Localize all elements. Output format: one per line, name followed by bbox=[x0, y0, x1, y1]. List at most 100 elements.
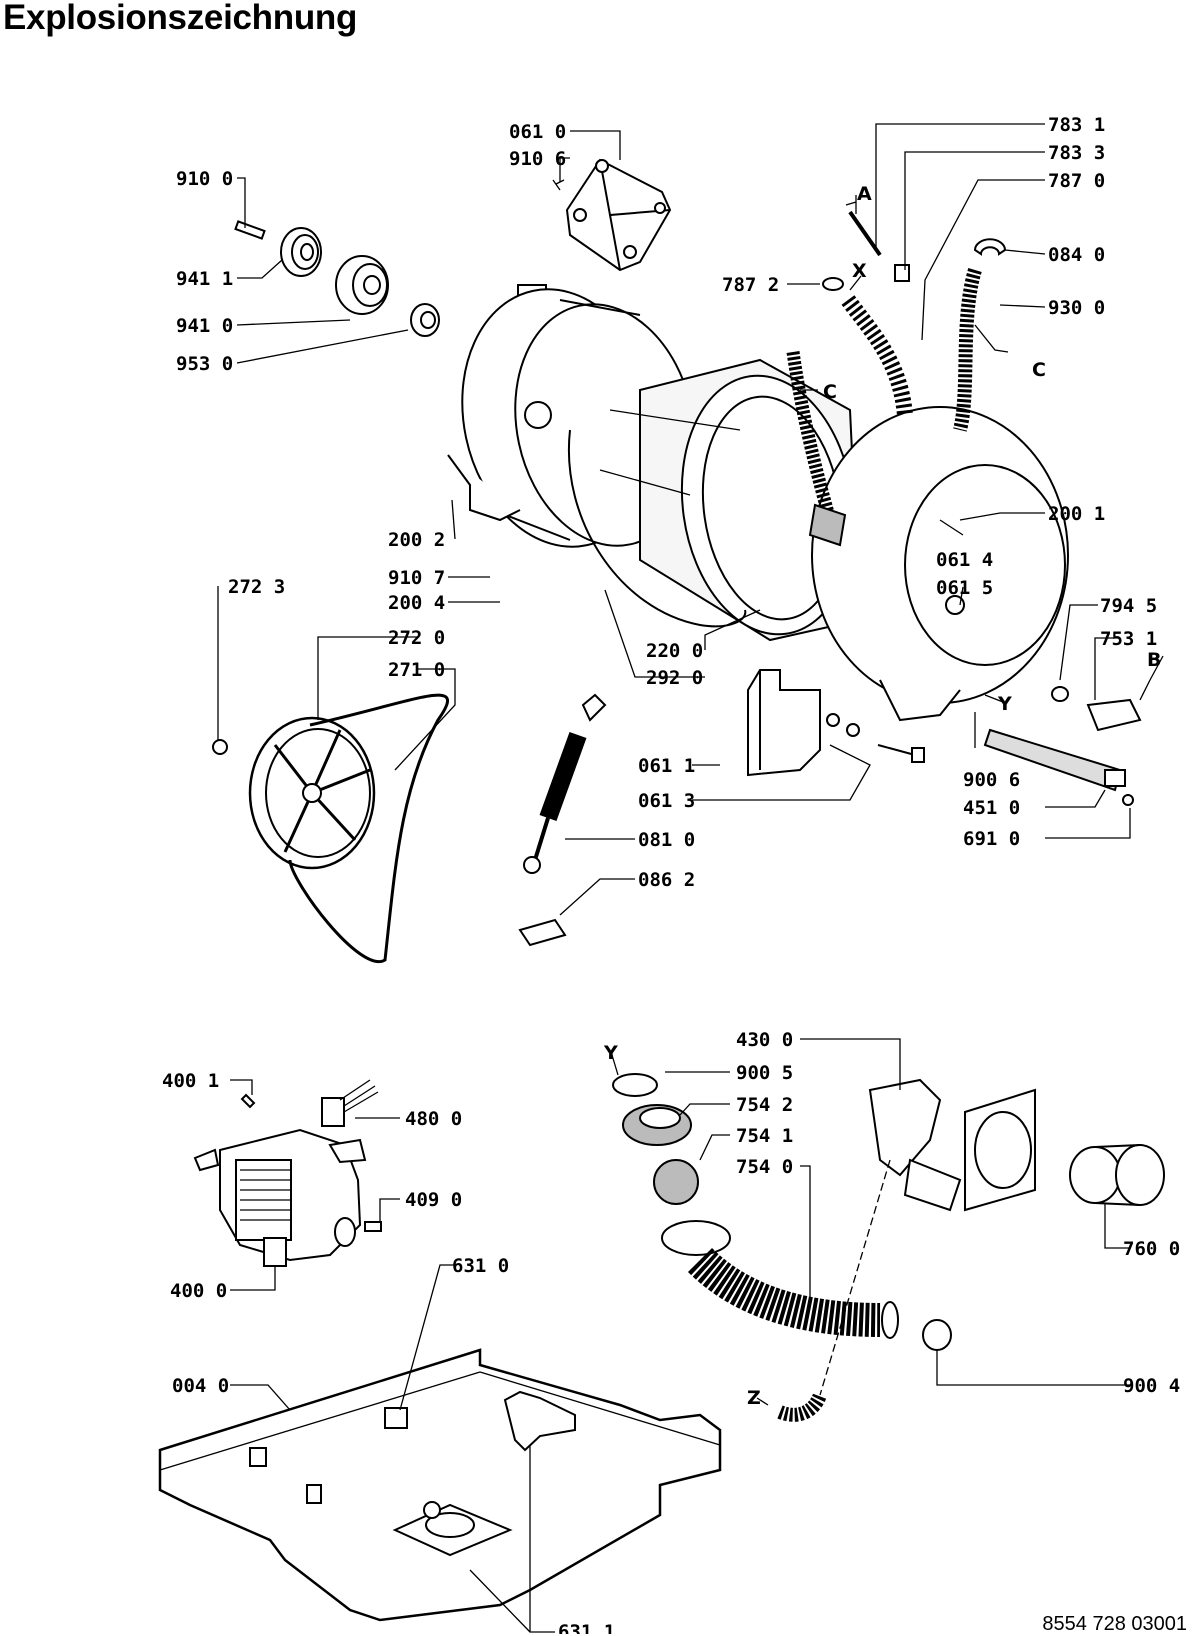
label-061-0: 061 0 bbox=[509, 121, 566, 143]
clamp-900-5-drawing bbox=[612, 1073, 658, 1097]
document-code: 8554 728 03001 bbox=[1042, 1613, 1187, 1635]
hose-c-fitting-drawing bbox=[808, 503, 847, 547]
label-430-0: 430 0 bbox=[736, 1029, 793, 1051]
label-400-0: 400 0 bbox=[170, 1280, 227, 1302]
part-labels: 061 0 910 6 910 0 941 1 941 0 953 0 783 … bbox=[162, 114, 1180, 1634]
marker-y-bottom: Y bbox=[603, 1042, 618, 1064]
label-200-1: 200 1 bbox=[1048, 503, 1105, 525]
label-272-3: 272 3 bbox=[228, 576, 285, 598]
bracket-061-1-drawing bbox=[747, 669, 821, 777]
label-631-1: 631 1 bbox=[558, 1621, 615, 1634]
label-787-2: 787 2 bbox=[722, 274, 779, 296]
front-tub-drawing bbox=[811, 406, 1069, 722]
label-900-6: 900 6 bbox=[963, 769, 1020, 791]
clamp-084-0-drawing bbox=[973, 238, 1007, 256]
label-061-3: 061 3 bbox=[638, 790, 695, 812]
bearing-housing-drawing bbox=[565, 158, 672, 272]
label-754-0: 754 0 bbox=[736, 1156, 793, 1178]
pin-783-1-drawing bbox=[848, 210, 882, 257]
label-220-0: 220 0 bbox=[646, 640, 703, 662]
brush-480-0-drawing bbox=[321, 1079, 379, 1127]
belt-drawing bbox=[288, 693, 449, 964]
label-272-0: 272 0 bbox=[388, 627, 445, 649]
part-409-0-drawing bbox=[364, 1221, 382, 1232]
leader-lines bbox=[217, 123, 1164, 1633]
pulley-drawing bbox=[248, 716, 376, 870]
seal-953-0-drawing bbox=[410, 303, 440, 337]
marker-a: A bbox=[857, 183, 872, 205]
label-292-0: 292 0 bbox=[646, 667, 703, 689]
label-271-0: 271 0 bbox=[388, 659, 445, 681]
page-title: Explosionszeichnung bbox=[3, 0, 358, 37]
marker-b: B bbox=[1147, 649, 1161, 671]
label-753-1: 753 1 bbox=[1100, 628, 1157, 650]
sensor-753-1-drawing bbox=[1086, 679, 1151, 732]
bearing-941-1-drawing bbox=[280, 227, 322, 277]
nut-691-0-drawing bbox=[1122, 794, 1134, 806]
label-200-4: 200 4 bbox=[388, 592, 445, 614]
hose-c-drawing bbox=[786, 351, 837, 522]
label-480-0: 480 0 bbox=[405, 1108, 462, 1130]
label-061-5: 061 5 bbox=[936, 577, 993, 599]
label-953-0: 953 0 bbox=[176, 353, 233, 375]
ball-754-1-drawing bbox=[653, 1159, 699, 1205]
part-631-1-drawing bbox=[503, 1390, 576, 1452]
label-084-0: 084 0 bbox=[1048, 244, 1105, 266]
connection-markers: A X C C B Y Y Z bbox=[603, 183, 1161, 1409]
grommet-794-5-drawing bbox=[1051, 686, 1069, 702]
part-783-3-drawing bbox=[894, 264, 910, 282]
clip-086-2-drawing bbox=[518, 918, 567, 947]
marker-c-left: C bbox=[823, 381, 837, 403]
label-941-1: 941 1 bbox=[176, 268, 233, 290]
heater-drawing bbox=[983, 728, 1126, 792]
shock-absorber-drawing bbox=[523, 693, 607, 874]
marker-c-right: C bbox=[1032, 359, 1046, 381]
label-400-1: 400 1 bbox=[162, 1070, 219, 1092]
label-900-5: 900 5 bbox=[736, 1062, 793, 1084]
marker-y-top: Y bbox=[997, 693, 1012, 715]
label-754-1: 754 1 bbox=[736, 1125, 793, 1147]
label-910-6: 910 6 bbox=[509, 148, 566, 170]
sump-hose-754-0-drawing bbox=[661, 1220, 899, 1339]
hose-787-0-drawing bbox=[841, 295, 913, 416]
label-691-0: 691 0 bbox=[963, 828, 1020, 850]
label-200-2: 200 2 bbox=[388, 529, 445, 551]
drum-drawing bbox=[599, 358, 862, 642]
label-783-1: 783 1 bbox=[1048, 114, 1105, 136]
motor-drawing bbox=[193, 1128, 367, 1267]
label-754-2: 754 2 bbox=[736, 1094, 793, 1116]
label-910-0: 910 0 bbox=[176, 168, 233, 190]
filter-760-0-drawing bbox=[1069, 1144, 1165, 1206]
label-081-0: 081 0 bbox=[638, 829, 695, 851]
marker-z: Z bbox=[747, 1387, 761, 1409]
label-409-0: 409 0 bbox=[405, 1189, 462, 1211]
hose-z-drawing bbox=[777, 1392, 827, 1422]
label-451-0: 451 0 bbox=[963, 797, 1020, 819]
bolt-set-061-3-drawing bbox=[826, 713, 925, 763]
label-941-0: 941 0 bbox=[176, 315, 233, 337]
label-631-0: 631 0 bbox=[452, 1255, 509, 1277]
label-760-0: 760 0 bbox=[1123, 1238, 1180, 1260]
clamp-787-2-drawing bbox=[822, 277, 844, 291]
bearing-941-0-drawing bbox=[335, 255, 389, 315]
label-061-4: 061 4 bbox=[936, 549, 993, 571]
seal-754-2-drawing bbox=[622, 1104, 692, 1146]
label-783-3: 783 3 bbox=[1048, 142, 1105, 164]
label-900-4: 900 4 bbox=[1123, 1375, 1180, 1397]
screw-910-6-drawing bbox=[552, 179, 565, 191]
marker-x: X bbox=[852, 260, 867, 282]
drain-pump-drawing bbox=[868, 1078, 1036, 1212]
clamp-900-4-drawing bbox=[922, 1319, 952, 1351]
ring-220-0-drawing bbox=[567, 429, 747, 628]
screw-910-0-drawing bbox=[234, 220, 266, 240]
label-910-7: 910 7 bbox=[388, 567, 445, 589]
screw-400-1-drawing bbox=[240, 1093, 256, 1109]
label-004-0: 004 0 bbox=[172, 1375, 229, 1397]
nut-272-3-drawing bbox=[212, 739, 228, 755]
hose-930-0-drawing bbox=[953, 267, 982, 432]
base-plate-drawing bbox=[158, 1348, 722, 1622]
label-787-0: 787 0 bbox=[1048, 170, 1105, 192]
label-930-0: 930 0 bbox=[1048, 297, 1105, 319]
label-061-1: 061 1 bbox=[638, 755, 695, 777]
